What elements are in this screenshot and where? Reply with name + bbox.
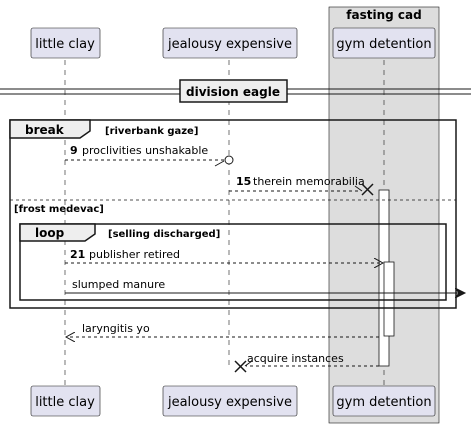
- divider-label: division eagle: [186, 85, 280, 99]
- participant-label: jealousy expensive: [167, 395, 292, 410]
- message-label: acquire instances: [247, 352, 344, 365]
- participant-little-clay-top[interactable]: little clay: [30, 27, 101, 59]
- break-else-condition: [frost medevac]: [14, 204, 104, 215]
- message-slumped-manure[interactable]: slumped manure: [65, 278, 465, 293]
- destroy-x-icon: [234, 360, 247, 373]
- message-label: slumped manure: [72, 278, 165, 291]
- break-frame-condition: [riverbank gaze]: [105, 126, 198, 137]
- message-21[interactable]: 21 publisher retired: [65, 248, 383, 263]
- destroy-x-icon: [361, 183, 374, 196]
- participant-jealousy-expensive-bottom[interactable]: jealousy expensive: [162, 385, 298, 417]
- loop-frame-condition: [selling discharged]: [108, 229, 220, 240]
- message-label: publisher retired: [89, 248, 180, 261]
- participant-little-clay-bottom[interactable]: little clay: [30, 385, 101, 417]
- loop-frame: loop [selling discharged]: [19, 223, 447, 301]
- message-label: therein memorabilia: [253, 175, 365, 188]
- message-number: 9: [70, 144, 78, 157]
- participant-gym-detention-top[interactable]: gym detention: [332, 27, 436, 59]
- participant-label: jealousy expensive: [167, 37, 292, 52]
- lost-message-circle: [224, 155, 234, 165]
- message-label: proclivities unshakable: [82, 144, 208, 157]
- message-acquire-instances[interactable]: acquire instances: [234, 352, 379, 373]
- activations: [378, 189, 395, 367]
- break-frame-keyword: break: [25, 123, 65, 137]
- participant-label: gym detention: [336, 37, 431, 52]
- message-number: 21: [70, 248, 85, 261]
- break-frame: break [riverbank gaze] [frost medevac]: [9, 119, 457, 309]
- message-9[interactable]: 9 proclivities unshakable: [65, 144, 234, 167]
- message-number: 15: [236, 175, 251, 188]
- activation-gym-detention-inner: [383, 261, 395, 337]
- message-laryngitis-yo[interactable]: laryngitis yo: [66, 322, 379, 337]
- participant-label: little clay: [35, 395, 95, 410]
- loop-frame-keyword: loop: [35, 226, 65, 240]
- message-label: laryngitis yo: [82, 322, 150, 335]
- participant-label: gym detention: [336, 395, 431, 410]
- message-15[interactable]: 15 therein memorabilia: [229, 175, 374, 196]
- participant-gym-detention-bottom[interactable]: gym detention: [332, 385, 436, 417]
- participant-label: little clay: [35, 37, 95, 52]
- divider: division eagle: [0, 79, 471, 103]
- participant-jealousy-expensive-top[interactable]: jealousy expensive: [162, 27, 298, 59]
- box-title: fasting cad: [346, 8, 421, 22]
